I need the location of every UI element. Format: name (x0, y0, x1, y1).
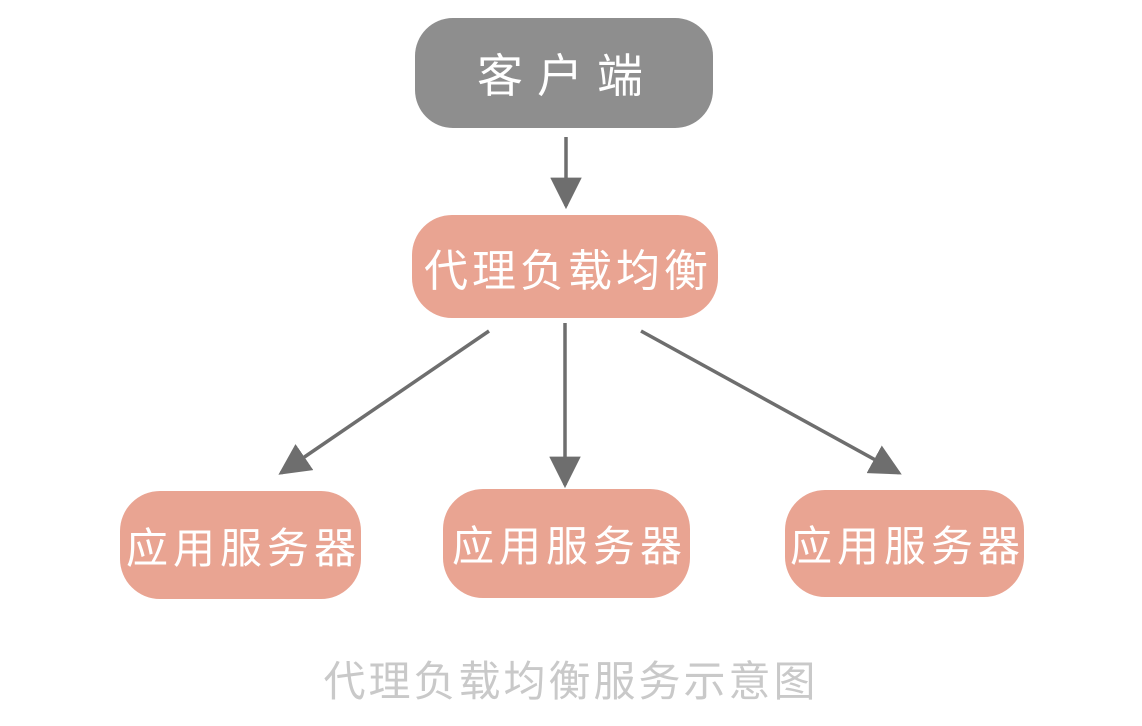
node-client: 客户端 (415, 18, 713, 128)
edge-proxy-to-server1 (278, 329, 490, 475)
node-proxy-label: 代理负载均衡 (424, 246, 712, 296)
node-client-label: 客户端 (477, 50, 657, 102)
edge-proxy-to-server3 (640, 329, 902, 475)
node-app-server-1: 应用服务器 (120, 491, 361, 599)
node-app-server-3: 应用服务器 (785, 490, 1024, 597)
node-app-server-3-label: 应用服务器 (790, 523, 1026, 570)
node-app-server-2-label: 应用服务器 (451, 523, 687, 570)
node-app-server-1-label: 应用服务器 (126, 524, 362, 572)
diagram-caption: 代理负载均衡服务示意图 (323, 658, 819, 705)
node-app-server-2: 应用服务器 (443, 489, 690, 598)
node-proxy-load-balancer: 代理负载均衡 (412, 215, 718, 318)
